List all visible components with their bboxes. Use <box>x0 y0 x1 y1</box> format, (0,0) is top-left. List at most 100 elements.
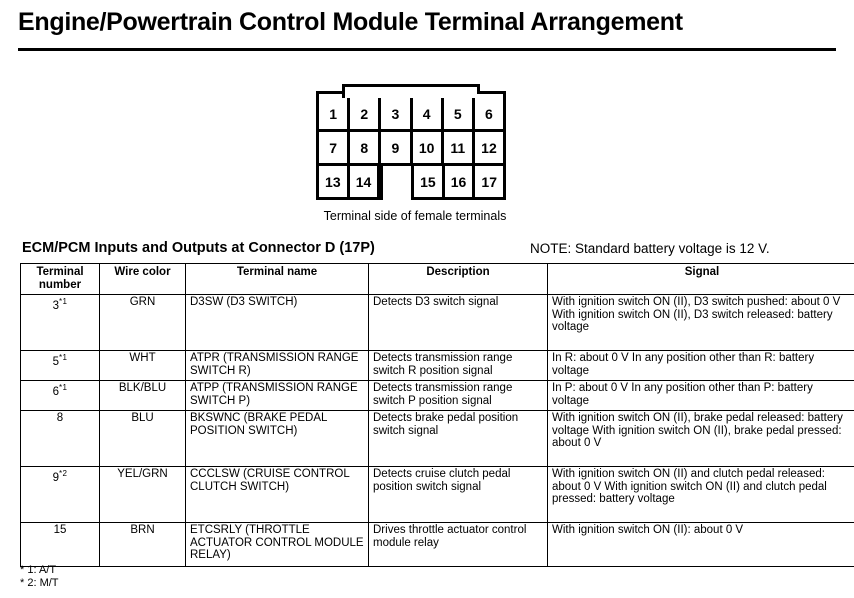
terminal-footnote-marker: *2 <box>59 469 68 479</box>
cell-wire-color-text: BLK/BLU <box>118 382 167 395</box>
pin-cell: 14 <box>350 166 381 197</box>
pin-cell: 13 <box>319 166 350 197</box>
cell-terminal-name: ATPR (TRANSMISSION RANGE SWITCH R) <box>185 350 369 382</box>
pin-cell: 9 <box>381 132 413 163</box>
column-header-description: Description <box>368 262 548 296</box>
table-row: 8 BLU BKSWNC (BRAKE PEDAL POSITION SWITCH)… <box>20 410 854 468</box>
cell-wire-color-text: BRN <box>130 524 155 537</box>
cell-wire-color: YEL/GRN <box>99 466 186 524</box>
cell-wire-color-text: YEL/GRN <box>117 468 168 481</box>
pin-cell: 7 <box>319 132 351 163</box>
cell-description: Detects cruise clutch pedal position swi… <box>368 466 548 524</box>
pin-cell: 12 <box>481 139 497 156</box>
cell-description-text: Drives throttle actuator control module … <box>373 524 527 549</box>
cell-terminal-number: 15 <box>20 522 100 568</box>
terminal-number-value: 5 <box>52 356 60 369</box>
connector-caption: Terminal side of female terminals <box>323 209 507 223</box>
terminal-number-value: 8 <box>56 412 64 425</box>
cell-signal-text: With ignition switch ON (II), brake peda… <box>552 412 843 450</box>
table-header: Terminal number Wire color Terminal name… <box>20 262 854 296</box>
pin-cell: 15 <box>414 166 445 197</box>
connector-pin-grid: 1 2 3 4 5 6 7 8 9 10 11 12 13 14 15 16 1… <box>316 98 506 200</box>
cell-terminal-number: 9*2 <box>20 466 100 524</box>
cell-signal-text: With ignition switch ON (II), D3 switch … <box>552 296 841 334</box>
terminal-footnote-marker: *1 <box>59 383 68 393</box>
cell-terminal-name: BKSWNC (BRAKE PEDAL POSITION SWITCH) <box>185 410 369 468</box>
cell-terminal-number: 3*1 <box>20 294 100 352</box>
cell-terminal-name-text: ATPR (TRANSMISSION RANGE SWITCH R) <box>190 352 359 377</box>
cell-description-text: Detects cruise clutch pedal position swi… <box>373 468 511 493</box>
cell-signal-text: With ignition switch ON (II) and clutch … <box>552 468 827 506</box>
cell-signal: In P: about 0 V In any position other th… <box>547 380 854 412</box>
cell-signal: With ignition switch ON (II), brake peda… <box>547 410 854 468</box>
title-divider <box>18 48 836 51</box>
cell-description-text: Detects transmission range switch R posi… <box>373 352 513 377</box>
cell-wire-color-text: BLU <box>131 412 154 425</box>
page-title: Engine/Powertrain Control Module Termina… <box>18 8 683 36</box>
cell-description: Detects transmission range switch R posi… <box>368 350 548 382</box>
column-header-signal: Signal <box>547 262 854 296</box>
connector-top-lip <box>342 84 480 98</box>
battery-voltage-note: NOTE: Standard battery voltage is 12 V. <box>530 241 770 256</box>
terminal-footnote-marker: *1 <box>59 353 68 363</box>
connector-notch-right <box>477 91 506 98</box>
cell-wire-color: BLU <box>99 410 186 468</box>
cell-wire-color: GRN <box>99 294 186 352</box>
cell-terminal-name: ATPP (TRANSMISSION RANGE SWITCH P) <box>185 380 369 412</box>
terminal-number-value: 6 <box>52 386 60 399</box>
cell-description-text: Detects D3 switch signal <box>373 296 499 309</box>
footnote-item: * 1: A/T <box>20 564 57 576</box>
cell-signal: With ignition switch ON (II), D3 switch … <box>547 294 854 352</box>
footnotes: * 1: A/T * 2: M/T <box>20 564 59 590</box>
pin-cell: 6 <box>485 105 493 122</box>
connector-keyway-notch <box>380 163 415 200</box>
cell-terminal-number: 8 <box>20 410 100 468</box>
cell-wire-color: BRN <box>99 522 186 568</box>
cell-terminal-name-text: BKSWNC (BRAKE PEDAL POSITION SWITCH) <box>190 412 327 437</box>
table-row: 3*1 GRN D3SW (D3 SWITCH) Detects D3 switch … <box>20 294 854 352</box>
cell-terminal-number: 6*1 <box>20 380 100 412</box>
pin-cell: 8 <box>350 132 382 163</box>
table-row: 5*1 WHT ATPR (TRANSMISSION RANGE SWITCH R)… <box>20 350 854 382</box>
cell-terminal-name-text: CCCLSW (CRUISE CONTROL CLUTCH SWITCH) <box>190 468 350 493</box>
pin-cell: 4 <box>413 98 444 129</box>
pin-cell: 17 <box>481 173 497 190</box>
terminal-number-value: 9 <box>52 472 60 485</box>
terminal-number-value: 15 <box>53 524 67 537</box>
footnote-item: * 2: M/T <box>20 577 59 589</box>
cell-wire-color-text: WHT <box>129 352 156 365</box>
column-header-terminal-name: Terminal name <box>185 262 369 296</box>
pin-cell: 5 <box>444 98 475 129</box>
column-header-wire-color: Wire color <box>99 262 186 296</box>
cell-terminal-name-text: ETCSRLY (THROTTLE ACTUATOR CONTROL MODUL… <box>190 524 364 562</box>
cell-signal-text: In R: about 0 V In any position other th… <box>552 352 815 377</box>
cell-terminal-name: ETCSRLY (THROTTLE ACTUATOR CONTROL MODUL… <box>185 522 369 568</box>
terminal-table: Terminal number Wire color Terminal name… <box>20 262 854 568</box>
connector-row-1: 1 2 3 4 5 6 <box>319 98 503 129</box>
table-body: 3*1 GRN D3SW (D3 SWITCH) Detects D3 switch … <box>20 294 854 568</box>
pin-cell: 3 <box>381 98 413 129</box>
cell-description: Drives throttle actuator control module … <box>368 522 548 568</box>
cell-signal-text: With ignition switch ON (II): about 0 V <box>552 524 744 537</box>
cell-terminal-name-text: D3SW (D3 SWITCH) <box>190 296 298 309</box>
cell-signal: With ignition switch ON (II) and clutch … <box>547 466 854 524</box>
pin-cell: 16 <box>445 166 476 197</box>
cell-description: Detects brake pedal position switch sign… <box>368 410 548 468</box>
connector-row-3: 13 14 15 16 17 <box>319 163 503 200</box>
table-row: 15 BRN ETCSRLY (THROTTLE ACTUATOR CONTROL … <box>20 522 854 568</box>
pin-cell: 11 <box>444 132 475 163</box>
pin-cell: 10 <box>413 132 444 163</box>
cell-wire-color: WHT <box>99 350 186 382</box>
cell-terminal-name-text: ATPP (TRANSMISSION RANGE SWITCH P) <box>190 382 358 407</box>
table-row: 6*1 BLK/BLU ATPP (TRANSMISSION RANGE SWITC… <box>20 380 854 412</box>
cell-description-text: Detects brake pedal position switch sign… <box>373 412 519 437</box>
terminal-footnote-marker: *1 <box>59 297 68 307</box>
cell-signal-text: In P: about 0 V In any position other th… <box>552 382 813 407</box>
cell-terminal-number: 5*1 <box>20 350 100 382</box>
connector-row-2: 7 8 9 10 11 12 <box>319 129 503 163</box>
cell-wire-color-text: GRN <box>129 296 156 309</box>
cell-terminal-name: CCCLSW (CRUISE CONTROL CLUTCH SWITCH) <box>185 466 369 524</box>
connector-notch-left <box>316 91 345 98</box>
cell-wire-color: BLK/BLU <box>99 380 186 412</box>
column-header-terminal-number: Terminal number <box>20 262 100 296</box>
